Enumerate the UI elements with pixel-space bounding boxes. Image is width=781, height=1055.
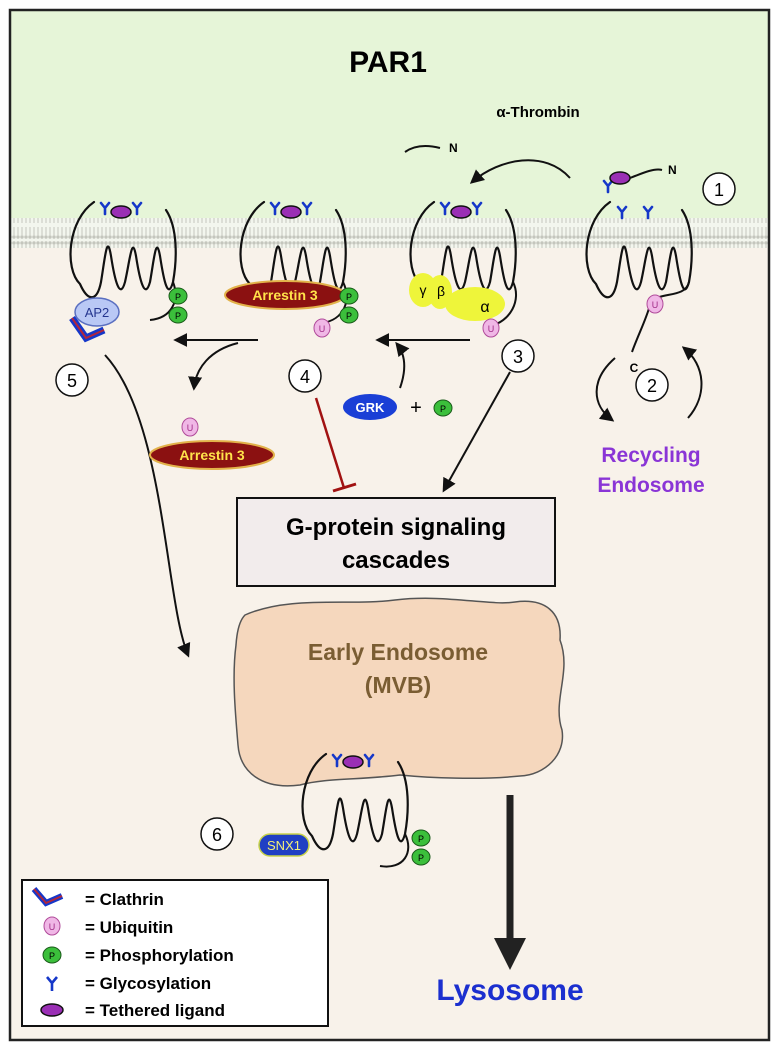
legend-ubiquitin-glyph: U bbox=[49, 922, 56, 932]
arrestin-3-bound: Arrestin 3 bbox=[224, 280, 346, 310]
ubiquitin-mark: U bbox=[319, 324, 326, 334]
arrestin-free-label: Arrestin 3 bbox=[179, 447, 245, 463]
recycling-endosome-label-line1: Recycling bbox=[601, 444, 700, 467]
thrombin-cleavage-arrow bbox=[469, 159, 571, 184]
legend: = Clathrin U = Ubiquitin P = Phosphoryla… bbox=[21, 879, 329, 1027]
legend-label-phosphorylation: = Phosphorylation bbox=[85, 946, 234, 965]
g-protein-signaling-box: G-protein signaling cascades bbox=[236, 497, 556, 587]
step-5: 5 bbox=[67, 371, 77, 391]
arrestin-3-free: Arrestin 3 bbox=[149, 440, 275, 470]
arrestin-release-arrow bbox=[188, 342, 239, 391]
step-2: 2 bbox=[647, 376, 657, 396]
lysosome-arrow-head bbox=[494, 938, 526, 970]
ubiquitin-mark: U bbox=[652, 300, 659, 310]
early-endosome-label-line1: Early Endosome bbox=[308, 639, 488, 665]
phospho-mark: P bbox=[440, 404, 446, 414]
glycosylation-icon bbox=[46, 976, 58, 991]
phospho-mark: P bbox=[346, 311, 352, 321]
figure-frame bbox=[8, 8, 771, 1042]
alpha-subunit-label: α bbox=[480, 299, 489, 316]
receptor-endosomal: P P bbox=[301, 752, 431, 868]
lysosome-label: Lysosome bbox=[436, 974, 583, 1007]
legend-label-glycosylation: = Glycosylation bbox=[85, 974, 211, 993]
signaling-label-line2: cascades bbox=[342, 547, 450, 574]
ubiquitin-icon bbox=[43, 916, 61, 936]
ubiquitin-mark-receptor-4: U bbox=[646, 294, 664, 314]
legend-label-clathrin: = Clathrin bbox=[85, 890, 164, 909]
early-endosome-label-line2: (MVB) bbox=[365, 672, 431, 698]
phosphorylation-icon bbox=[42, 946, 62, 964]
phospho-marks-receptor-2: P P bbox=[339, 287, 359, 324]
phospho-mark: P bbox=[175, 292, 181, 302]
ubiquitin-mark-free: U bbox=[181, 417, 199, 437]
step-circles: 1 2 3 4 5 6 bbox=[55, 172, 736, 851]
step-4: 4 bbox=[300, 367, 310, 387]
early-endosome-mvb: Early Endosome (MVB) bbox=[233, 597, 565, 787]
tethered-ligand-icon bbox=[40, 1003, 64, 1017]
legend-phospho-glyph: P bbox=[49, 951, 55, 961]
gamma-subunit-label: γ bbox=[420, 282, 427, 298]
phospho-mark: P bbox=[418, 834, 424, 844]
figure-title: PAR1 bbox=[349, 46, 427, 79]
receptor-c-label: C bbox=[630, 361, 639, 375]
thrombin-label: α-Thrombin bbox=[496, 104, 579, 121]
plus-sign: + bbox=[410, 397, 422, 419]
heterotrimeric-g-protein: γ β α bbox=[409, 273, 505, 321]
grk-label: GRK bbox=[356, 400, 386, 415]
step-1: 1 bbox=[714, 180, 724, 200]
endocytosis-to-early-endosome-arrow bbox=[104, 354, 191, 658]
ubiquitin-mark: U bbox=[488, 324, 495, 334]
phospho-mark: P bbox=[418, 853, 424, 863]
free-phosphate: P bbox=[433, 399, 453, 417]
recycling-return-arrow bbox=[681, 346, 703, 419]
step-6: 6 bbox=[212, 825, 222, 845]
clathrin-outline bbox=[71, 317, 105, 340]
ubiquitin-mark: U bbox=[187, 423, 194, 433]
recycling-out-arrow bbox=[595, 357, 616, 422]
arrestin-bound-label: Arrestin 3 bbox=[252, 287, 318, 303]
legend-label-ubiquitin: = Ubiquitin bbox=[85, 918, 173, 937]
plasma-membrane bbox=[10, 218, 769, 248]
receptor-n-label: N bbox=[668, 163, 677, 177]
cleaved-n-label: N bbox=[449, 141, 458, 155]
ap2-adaptor: AP2 bbox=[74, 297, 120, 327]
arrestin-inhibition-line bbox=[314, 397, 346, 489]
grk-kinase: GRK bbox=[343, 394, 397, 420]
beta-subunit-label: β bbox=[437, 283, 445, 299]
snx1-label: SNX1 bbox=[267, 838, 301, 853]
phospho-mark: P bbox=[175, 311, 181, 321]
cleaved-n-terminus bbox=[404, 145, 441, 153]
receptor-ap2-bound bbox=[69, 200, 177, 321]
snx1-protein: SNX1 bbox=[258, 833, 310, 857]
grk-phosphorylation-arrow bbox=[395, 341, 410, 389]
legend-label-tethered-ligand: = Tethered ligand bbox=[85, 1001, 225, 1020]
step-3: 3 bbox=[513, 347, 523, 367]
phospho-marks-receptor-1: P P bbox=[168, 287, 188, 324]
signaling-label-line1: G-protein signaling bbox=[286, 514, 506, 541]
phospho-mark: P bbox=[346, 292, 352, 302]
ap2-label: AP2 bbox=[85, 305, 110, 320]
ubiquitin-mark-receptor-3: U bbox=[482, 318, 500, 338]
ubiquitin-mark-receptor-2: U bbox=[313, 318, 331, 338]
signaling-activation-arrow bbox=[442, 371, 511, 493]
recycling-endosome-label-line2: Endosome bbox=[597, 474, 704, 497]
inhibition-bar bbox=[332, 482, 357, 493]
